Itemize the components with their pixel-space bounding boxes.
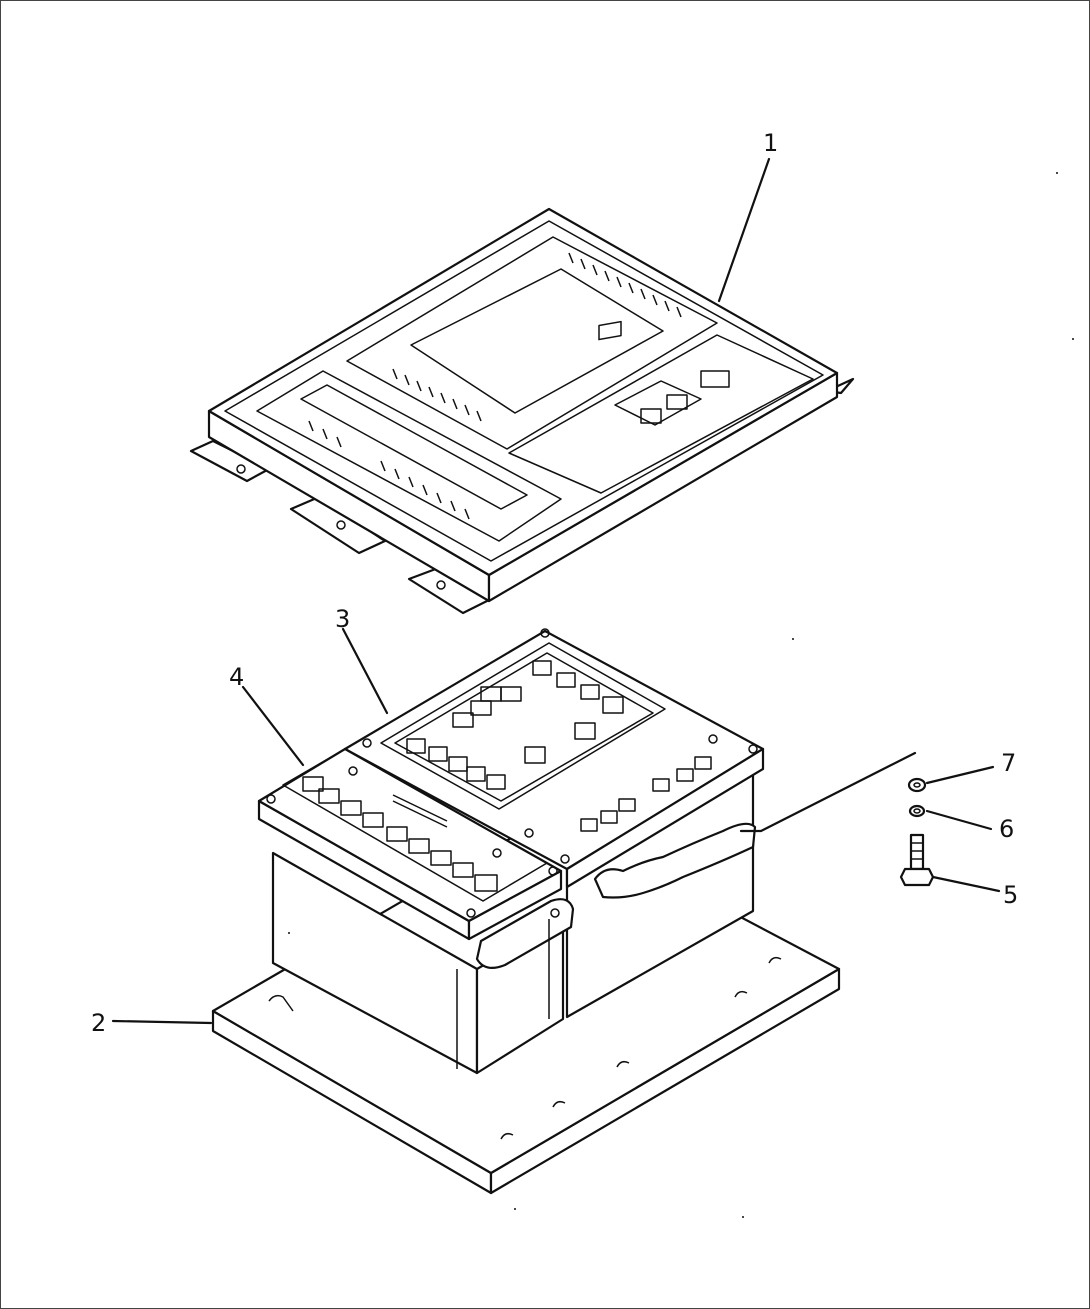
part-1-cover-panel [189,207,855,615]
callout-2: 2 [91,1009,106,1037]
callout-labels: 1 2 3 4 5 6 7 [91,129,1018,1037]
module3-keypad-frame [380,642,666,810]
callout-5: 5 [1003,881,1018,909]
callout-3: 3 [335,605,350,633]
callout-7: 7 [1001,749,1016,777]
scan-specks [288,172,1074,1218]
module4-button-strip [282,748,548,902]
part-5-bolt [899,833,935,887]
panel-tick-marks [308,252,682,520]
module4-bracket [475,898,575,970]
callout-6: 6 [999,815,1014,843]
display-screen [410,268,664,414]
callout-1: 1 [763,129,778,157]
part-6-lock-washer [908,804,926,818]
part-4-left-module [257,747,575,1075]
callout-4: 4 [229,663,244,691]
module3-bracket [593,822,757,899]
cover-top-face [207,207,839,577]
leader-lines [111,157,1001,1025]
part-3-right-module [343,628,765,1019]
part-7-washer [907,777,927,793]
